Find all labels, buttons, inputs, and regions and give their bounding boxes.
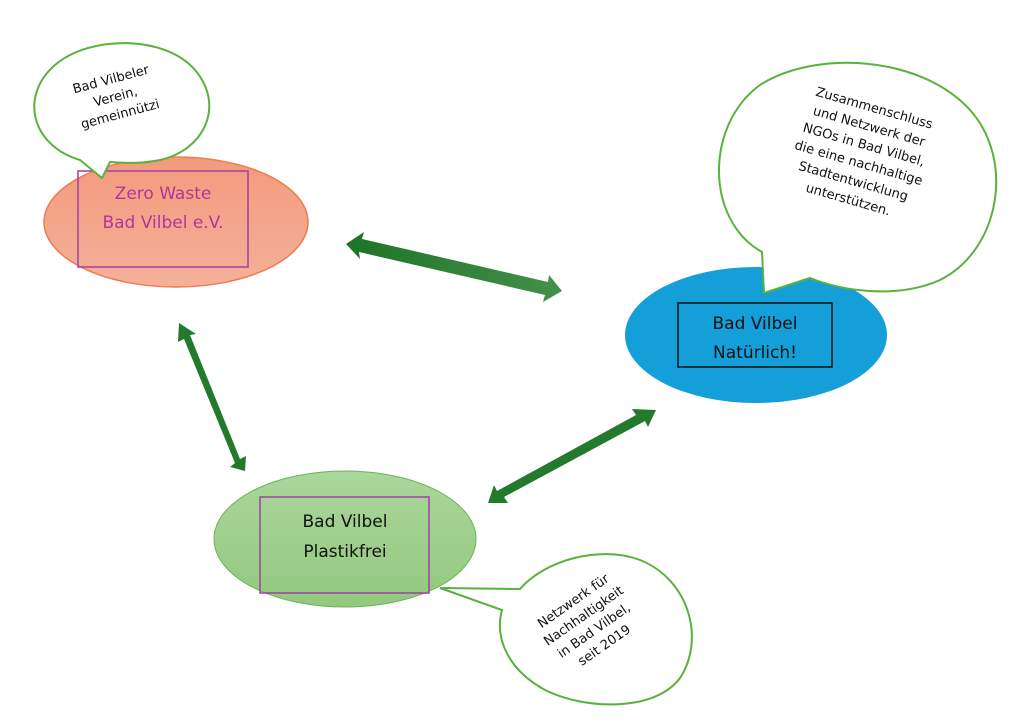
node-zero-waste[interactable]: Zero Waste Bad Vilbel e.V. [43,156,309,288]
speech-bubble-zero-waste: Bad Vilbeler Verein, gemeinnützi [33,42,211,180]
node-label-box [259,496,430,594]
node-plastikfrei[interactable]: Bad Vilbel Plastikfrei [213,470,477,608]
node-title-line1: Bad Vilbel [303,512,388,532]
node-title-line2: Bad Vilbel e.V. [102,213,223,233]
speech-bubble-plastikfrei: Netzwerk für Nachhaltigkeit in Bad Vilbe… [439,553,693,706]
node-title-line2: Plastikfrei [303,542,386,562]
node-natuerlich[interactable]: Bad Vilbel Natürlich! [625,267,887,403]
node-title-line1: Bad Vilbel [713,314,798,334]
node-label-box [77,170,249,268]
arrow-plastikfrei-natuerlich [488,409,656,503]
arrow-zero-waste-natuerlich [346,232,562,302]
node-title-line1: Zero Waste [115,184,212,204]
node-title-line2: Natürlich! [713,343,797,363]
arrow-zero-waste-plastikfrei [178,323,246,471]
node-label-box [677,302,833,368]
speech-bubble-natuerlich: Zusammenschluss und Netzwerk der NGOs in… [718,61,998,295]
